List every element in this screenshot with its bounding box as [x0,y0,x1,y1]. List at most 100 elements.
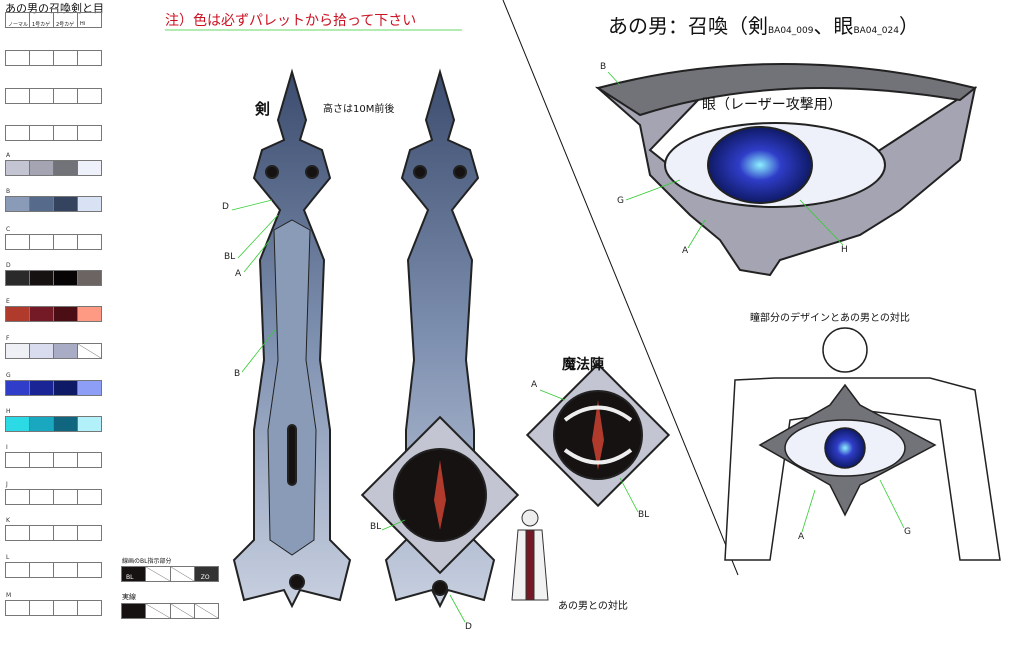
palette-letter: B [6,188,11,195]
compare-title: 瞳部分のデザインとあの男との対比 [750,313,910,324]
sword-side-illustration [360,68,520,609]
color-swatch [54,161,78,175]
palette-header: 2号カゲ [54,13,78,28]
color-swatch [30,51,54,65]
palette-letter: H [6,408,11,415]
color-swatch [78,526,101,540]
palette-letter: C [6,226,11,233]
color-swatch [54,197,78,211]
palette-letter: A [6,152,11,159]
color-swatch [6,197,30,211]
color-swatch [6,601,30,615]
leader-lines [165,29,905,623]
palette-row [5,452,102,468]
color-swatch [54,601,78,615]
palette-row [5,306,102,322]
palette-letter: G [6,372,11,379]
color-swatch [30,344,54,358]
palette-row [5,196,102,212]
sword-code: BA04_009 [768,26,814,36]
bl-label: BL [126,574,134,581]
magic-circle-label-bl: BL [638,510,650,520]
palette-row [5,88,102,104]
compare-label-a: A [798,532,805,542]
palette-letter: J [6,481,8,488]
divider-line [502,0,739,576]
eye-label-b: B [600,62,607,72]
color-swatch [30,381,54,395]
color-swatch [6,490,30,504]
sword-label-bl-2: BL [370,522,382,532]
palette-notice: 注）色は必ずパレットから拾って下さい [165,13,417,29]
color-swatch [54,235,78,249]
palette-row [5,160,102,176]
color-swatch [30,161,54,175]
magic-circle-illustration [525,362,671,508]
eye-label-a: A [682,246,689,256]
magic-circle-title: 魔法陣 [562,357,604,373]
sword-label-bl: BL [224,252,236,262]
color-swatch [78,601,101,615]
magic-circle-label-a: A [531,380,538,390]
color-swatch [54,563,78,577]
eye-illustration [595,63,978,277]
palette-letter: K [6,517,10,524]
color-swatch [30,197,54,211]
color-swatch [6,526,30,540]
solid-legend-title: 実線 [122,593,136,601]
sword-label-d: D [222,202,229,212]
color-swatch [30,126,54,140]
color-swatch [6,307,30,321]
color-swatch [78,89,101,103]
color-swatch [6,51,30,65]
eye-title: 眼（レーザー攻撃用） [702,97,842,113]
right-title-close: ） [898,14,919,38]
color-swatch [6,381,30,395]
right-title-sep: 、眼 [813,14,854,38]
color-swatch [78,453,101,467]
bl-legend-title: 線画のBL指示部分 [122,558,172,565]
palette-row [5,270,102,286]
color-swatch [6,161,30,175]
color-swatch [78,235,101,249]
color-swatch [30,235,54,249]
color-swatch [78,381,101,395]
color-swatch [54,307,78,321]
color-swatch [30,89,54,103]
sword-label-a: A [235,269,242,279]
color-swatch [78,126,101,140]
color-swatch [30,417,54,431]
color-swatch [54,51,78,65]
sword-title: 剣 [255,100,271,118]
man-figure [511,509,549,601]
color-swatch [30,307,54,321]
palette-row [5,125,102,141]
eye-compare-illustration [724,327,1001,561]
color-swatch [54,89,78,103]
color-swatch [78,271,101,285]
color-swatch [6,126,30,140]
color-swatch [78,490,101,504]
bl-legend-row: BL ZO [121,566,219,582]
palette-letter: F [6,335,10,342]
color-swatch [54,490,78,504]
color-swatch [30,453,54,467]
palette-header: Hi [80,21,86,27]
palette-letter: L [6,554,10,561]
solid-legend-row [121,603,219,619]
color-swatch [54,417,78,431]
color-swatch [54,271,78,285]
sword-front-illustration [232,68,352,609]
color-swatch [30,601,54,615]
right-title-main: あの男：召喚（剣 [608,14,768,38]
palette-row [5,380,102,396]
color-swatch [54,344,78,358]
color-swatch [6,89,30,103]
eye-label-h: H [841,245,848,255]
color-swatch [78,344,101,358]
color-swatch [54,381,78,395]
color-swatch [78,563,101,577]
eye-label-g: G [617,196,624,206]
